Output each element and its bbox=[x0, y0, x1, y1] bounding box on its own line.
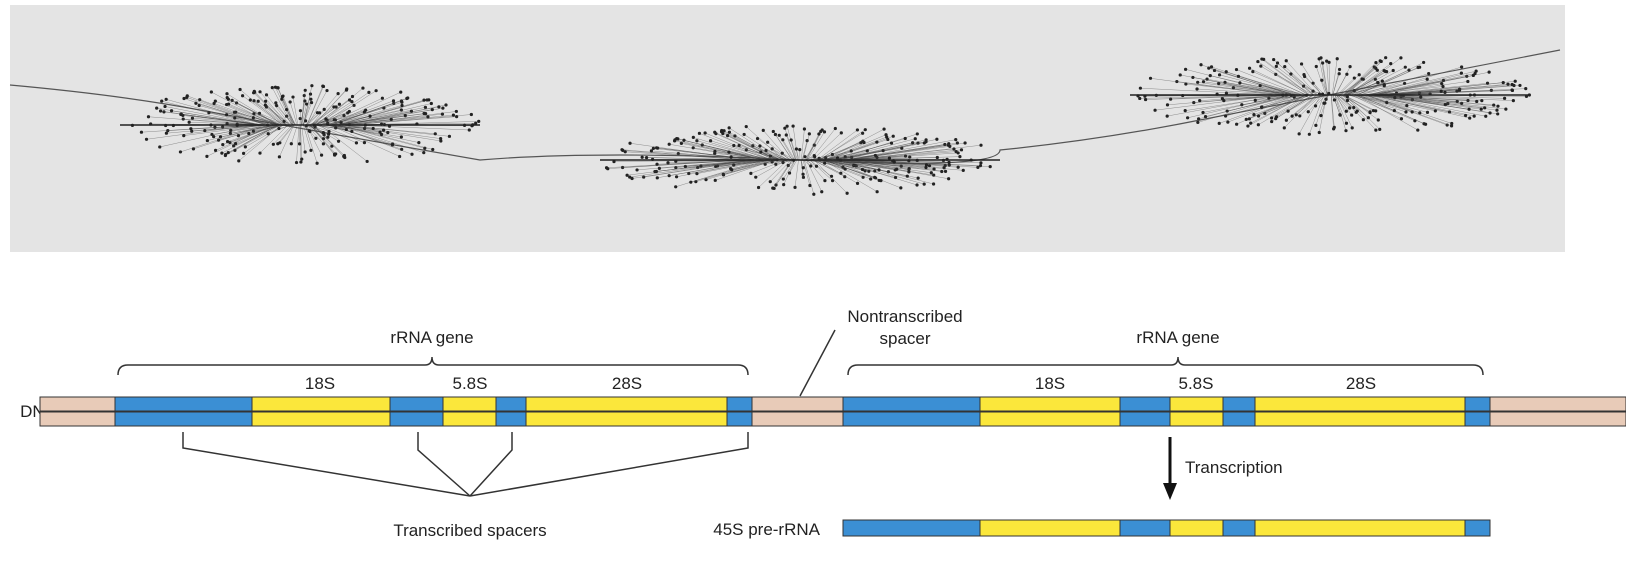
dna-strand bbox=[39, 396, 1626, 427]
pre-rrna-spacer-segment bbox=[1464, 519, 1491, 537]
transcribed-spacer-segment bbox=[1464, 411, 1491, 427]
transcription-unit bbox=[600, 124, 1000, 196]
rrna-gene-brace-left bbox=[117, 356, 749, 376]
transcribed-spacer-segment bbox=[1119, 411, 1171, 427]
pre-rrna-coding-segment bbox=[1169, 519, 1224, 537]
nontranscribed-spacer-segment bbox=[1489, 411, 1626, 427]
transcribed-spacer-segment bbox=[726, 411, 753, 427]
transcribed-spacer-pointers bbox=[182, 432, 749, 497]
transcription-unit bbox=[1130, 56, 1531, 136]
transcribed-spacer-segment bbox=[389, 396, 444, 412]
rrna-coding-segment bbox=[1169, 396, 1224, 412]
pre-rrna-transcript bbox=[842, 519, 1491, 537]
transcribed-spacer-segment bbox=[1464, 396, 1491, 412]
nontranscribed-label-1: Nontranscribed bbox=[847, 307, 962, 326]
transcribed-spacer-segment bbox=[726, 396, 753, 412]
rrna-coding-segment bbox=[442, 396, 497, 412]
transcribed-spacer-segment bbox=[842, 396, 981, 412]
nontranscribed-spacer-segment bbox=[39, 411, 116, 427]
transcribed-spacer-segment bbox=[389, 411, 444, 427]
transcription-arrow-icon bbox=[1163, 483, 1177, 500]
transcription-unit bbox=[120, 84, 481, 165]
rrna-coding-segment bbox=[251, 396, 391, 412]
rrna-gene-label-right: rRNA gene bbox=[1136, 328, 1219, 347]
transcribed-spacers-label: Transcribed spacers bbox=[393, 521, 546, 540]
transcribed-spacer-segment bbox=[1119, 396, 1171, 412]
label-28s-right: 28S bbox=[1346, 374, 1376, 393]
transcription-units-micrograph bbox=[9, 49, 1561, 196]
nontranscribed-spacer-segment bbox=[751, 396, 844, 412]
rrna-coding-segment bbox=[525, 411, 728, 427]
rrna-coding-segment bbox=[1254, 411, 1466, 427]
transcribed-spacer-segment bbox=[495, 411, 527, 427]
rrna-coding-segment bbox=[442, 411, 497, 427]
label-18s-left: 18S bbox=[305, 374, 335, 393]
transcribed-spacer-segment bbox=[842, 411, 981, 427]
label-18s-right: 18S bbox=[1035, 374, 1065, 393]
nontranscribed-spacer-segment bbox=[1489, 396, 1626, 412]
nontranscribed-label-2: spacer bbox=[879, 329, 930, 348]
transcription-label: Transcription bbox=[1185, 458, 1283, 477]
rrna-gene-label-left: rRNA gene bbox=[390, 328, 473, 347]
label-28s-left: 28S bbox=[612, 374, 642, 393]
rrna-coding-segment bbox=[1254, 396, 1466, 412]
rrna-gene-brace-right bbox=[847, 356, 1484, 376]
transcribed-spacer-segment bbox=[1222, 396, 1256, 412]
nontranscribed-spacer-segment bbox=[751, 411, 844, 427]
transcribed-spacer-segment bbox=[495, 396, 527, 412]
rrna-coding-segment bbox=[1169, 411, 1224, 427]
label-5-8s-right: 5.8S bbox=[1179, 374, 1214, 393]
transcribed-spacer-segment bbox=[114, 396, 253, 412]
pre-rrna-coding-segment bbox=[1254, 519, 1466, 537]
nontranscribed-pointer bbox=[799, 329, 836, 397]
pre-rrna-spacer-segment bbox=[842, 519, 981, 537]
pre-rrna-spacer-segment bbox=[1222, 519, 1256, 537]
pre-rrna-label: 45S pre-rRNA bbox=[713, 520, 820, 539]
pre-rrna-coding-segment bbox=[979, 519, 1121, 537]
label-5-8s-left: 5.8S bbox=[453, 374, 488, 393]
transcribed-spacer-segment bbox=[1222, 411, 1256, 427]
transcribed-spacer-segment bbox=[114, 411, 253, 427]
nontranscribed-spacer-segment bbox=[39, 396, 116, 412]
rrna-coding-segment bbox=[979, 396, 1121, 412]
rrna-coding-segment bbox=[525, 396, 728, 412]
rrna-coding-segment bbox=[979, 411, 1121, 427]
pre-rrna-spacer-segment bbox=[1119, 519, 1171, 537]
rrna-coding-segment bbox=[251, 411, 391, 427]
